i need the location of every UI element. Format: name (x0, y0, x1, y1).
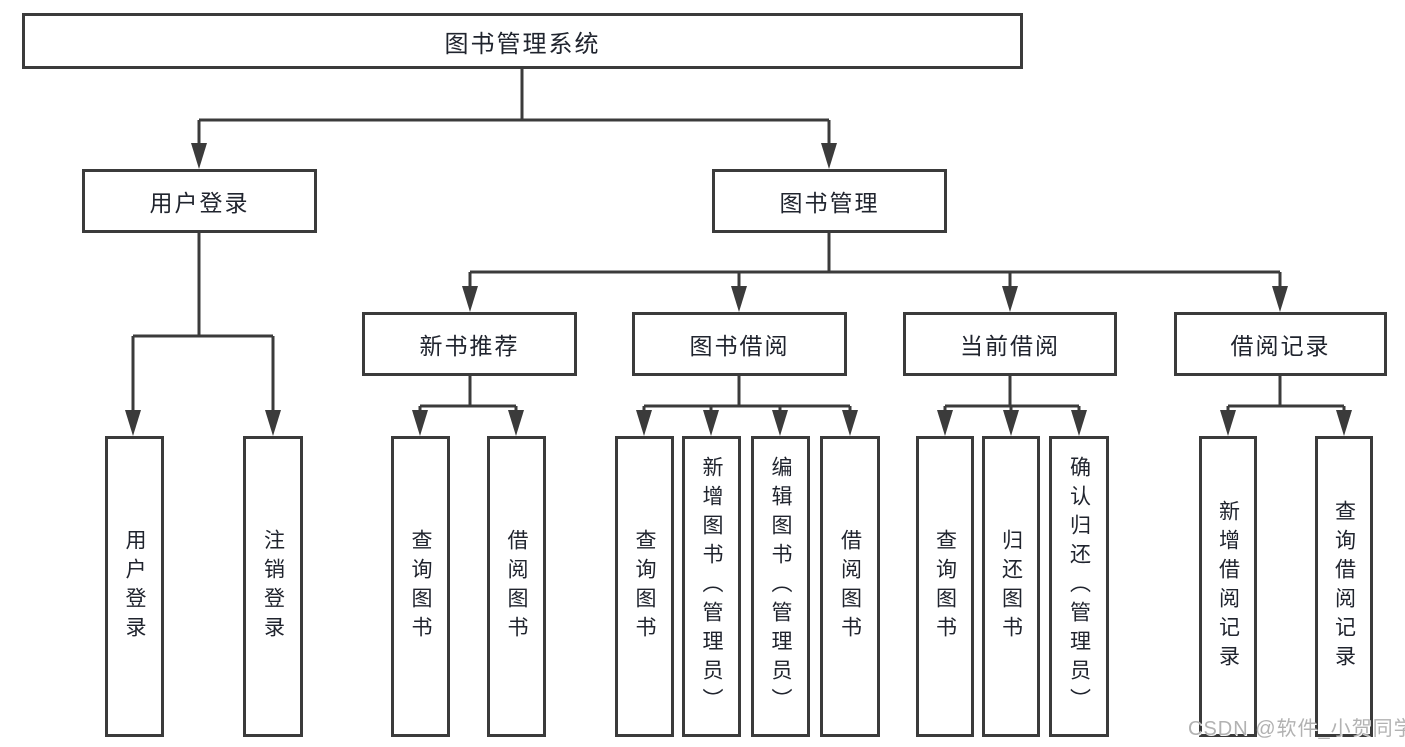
arrowhead-icon (636, 410, 652, 436)
node-book-borrow: 图书借阅 (632, 312, 847, 376)
node-book-management: 图书管理 (712, 169, 947, 233)
leaf-query-borrow-record: 查询借阅记录 (1315, 436, 1373, 737)
connector-new-book-recommend-children (412, 376, 524, 436)
connector-user-login-children (125, 233, 281, 436)
arrowhead-icon (508, 410, 524, 436)
arrowhead-icon (1220, 410, 1236, 436)
arrowhead-icon (703, 410, 719, 436)
leaf-logout: 注销登录 (243, 436, 303, 737)
leaf-user-login: 用户登录 (105, 436, 164, 737)
arrowhead-icon (462, 286, 478, 312)
leaf-add-book-admin: 新增图书（管理员） (682, 436, 741, 737)
leaf-return-book: 归还图书 (982, 436, 1040, 737)
leaf-edit-book-admin: 编辑图书（管理员） (751, 436, 810, 737)
leaf-confirm-return-admin: 确认归还（管理员） (1049, 436, 1109, 737)
arrowhead-icon (1003, 410, 1019, 436)
arrowhead-icon (842, 410, 858, 436)
leaf-borrow-book: 借阅图书 (820, 436, 880, 737)
leaf-query-book-current: 查询图书 (916, 436, 974, 737)
leaf-query-book-recommend: 查询图书 (391, 436, 450, 737)
connector-current-borrow-children (937, 376, 1087, 436)
arrowhead-icon (1002, 286, 1018, 312)
connector-borrow-records-children (1220, 376, 1352, 436)
arrowhead-icon (1272, 286, 1288, 312)
node-current-borrow: 当前借阅 (903, 312, 1117, 376)
node-root-system: 图书管理系统 (22, 13, 1023, 69)
leaf-add-borrow-record: 新增借阅记录 (1199, 436, 1257, 737)
arrowhead-icon (821, 143, 837, 169)
arrowhead-icon (265, 410, 281, 436)
leaf-borrow-book-recommend: 借阅图书 (487, 436, 546, 737)
leaf-query-book-borrow: 查询图书 (615, 436, 674, 737)
arrowhead-icon (772, 410, 788, 436)
connector-book-borrow-children (636, 376, 858, 436)
arrowhead-icon (125, 410, 141, 436)
arrowhead-icon (937, 410, 953, 436)
node-borrow-records: 借阅记录 (1174, 312, 1387, 376)
arrowhead-icon (412, 410, 428, 436)
connector-book-management-children (462, 233, 1288, 312)
csdn-watermark: CSDN @软件_小贺同学 (1188, 718, 1405, 740)
arrowhead-icon (191, 143, 207, 169)
arrowhead-icon (1336, 410, 1352, 436)
node-new-book-recommend: 新书推荐 (362, 312, 577, 376)
node-user-login: 用户登录 (82, 169, 317, 233)
connector-root-to-level2 (191, 69, 837, 169)
arrowhead-icon (731, 286, 747, 312)
arrowhead-icon (1071, 410, 1087, 436)
